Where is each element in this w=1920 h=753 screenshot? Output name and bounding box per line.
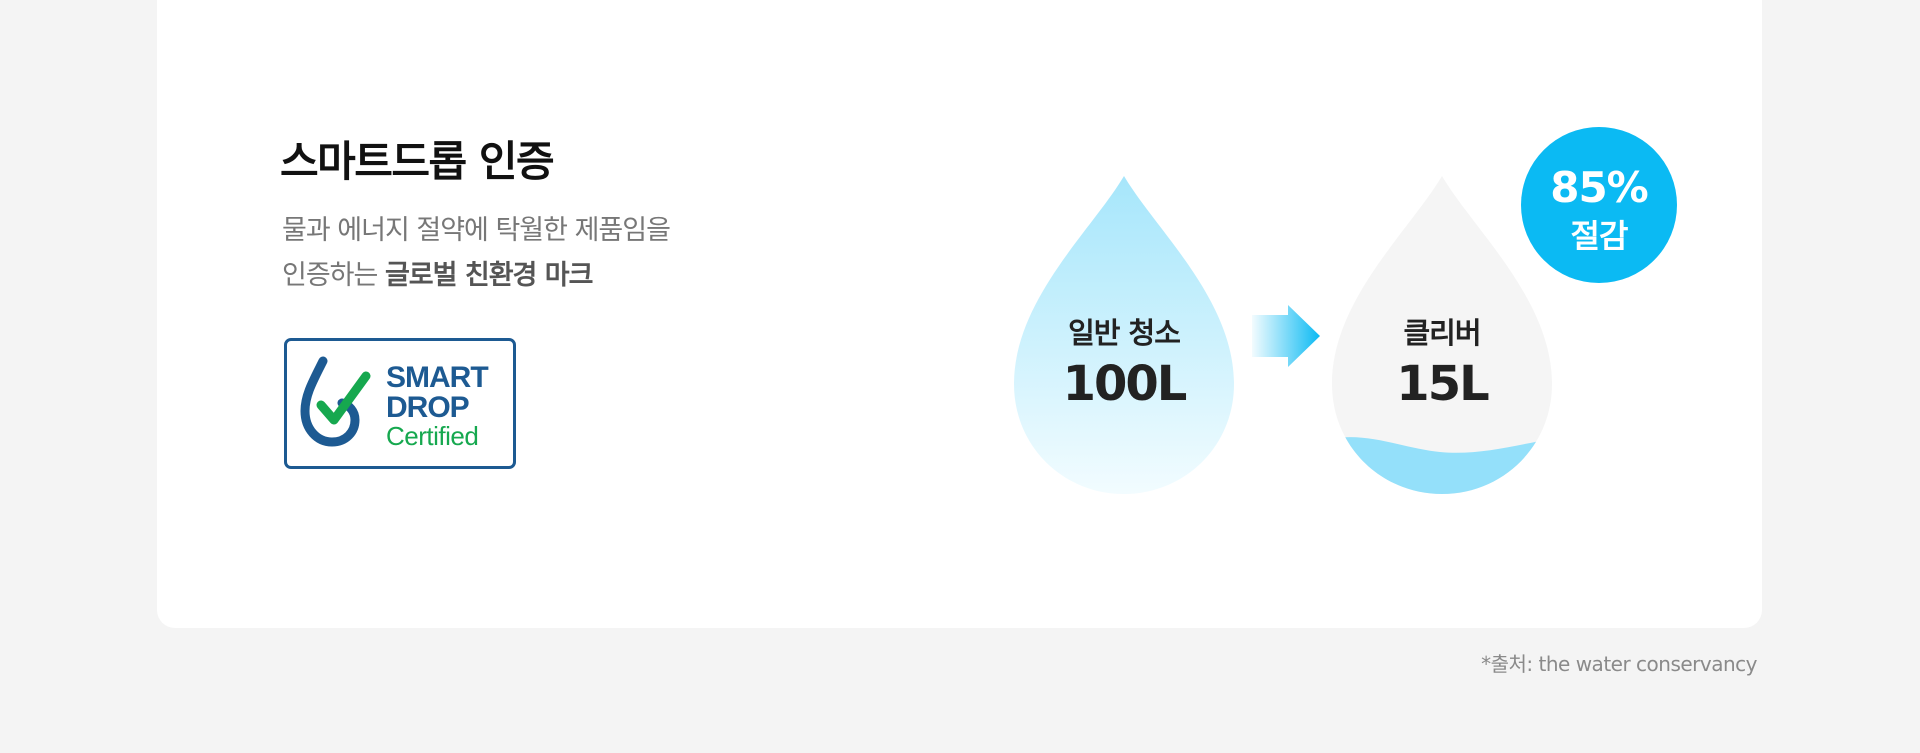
smart-drop-logo-graphic: SMART DROP Certified <box>300 356 489 451</box>
check-icon <box>316 371 371 425</box>
cleaver-water-level <box>1332 436 1552 494</box>
description-line-2-bold: 글로벌 친환경 마크 <box>384 260 594 291</box>
description-line-1: 물과 에너지 절약에 탁월한 제품임을 <box>282 215 671 246</box>
arrow-right-icon <box>1252 305 1320 367</box>
smart-drop-certified-logo: SMART DROP Certified <box>284 338 516 469</box>
general-cleaning-water-drop <box>1014 176 1234 494</box>
water-comparison-graphic <box>1014 176 1552 494</box>
logo-text-certified: Certified <box>386 421 478 451</box>
logo-text-smart: SMART <box>386 361 488 394</box>
saving-percent: 85% <box>1550 163 1649 212</box>
logo-text-drop: DROP <box>386 391 469 424</box>
general-cleaning-label: 일반 청소 <box>1068 316 1181 350</box>
description-line-2: 인증하는 글로벌 친환경 마크 <box>282 253 670 298</box>
general-cleaning-value: 100L <box>1062 356 1188 412</box>
water-drop-icon <box>300 356 360 447</box>
cleaver-label: 클리버 <box>1403 316 1481 350</box>
cleaver-value: 15L <box>1396 356 1489 412</box>
cleaver-water-drop <box>1332 176 1552 494</box>
source-footnote: *출처: the water conservancy <box>1481 652 1757 676</box>
description-line-2-prefix: 인증하는 <box>282 260 385 291</box>
saving-badge: 85% 절감 <box>1521 127 1677 283</box>
section-title: 스마트드롭 인증 <box>280 137 555 186</box>
section-description: 물과 에너지 절약에 탁월한 제품임을 인증하는 글로벌 친환경 마크 <box>282 208 671 298</box>
saving-text: 절감 <box>1570 217 1629 255</box>
